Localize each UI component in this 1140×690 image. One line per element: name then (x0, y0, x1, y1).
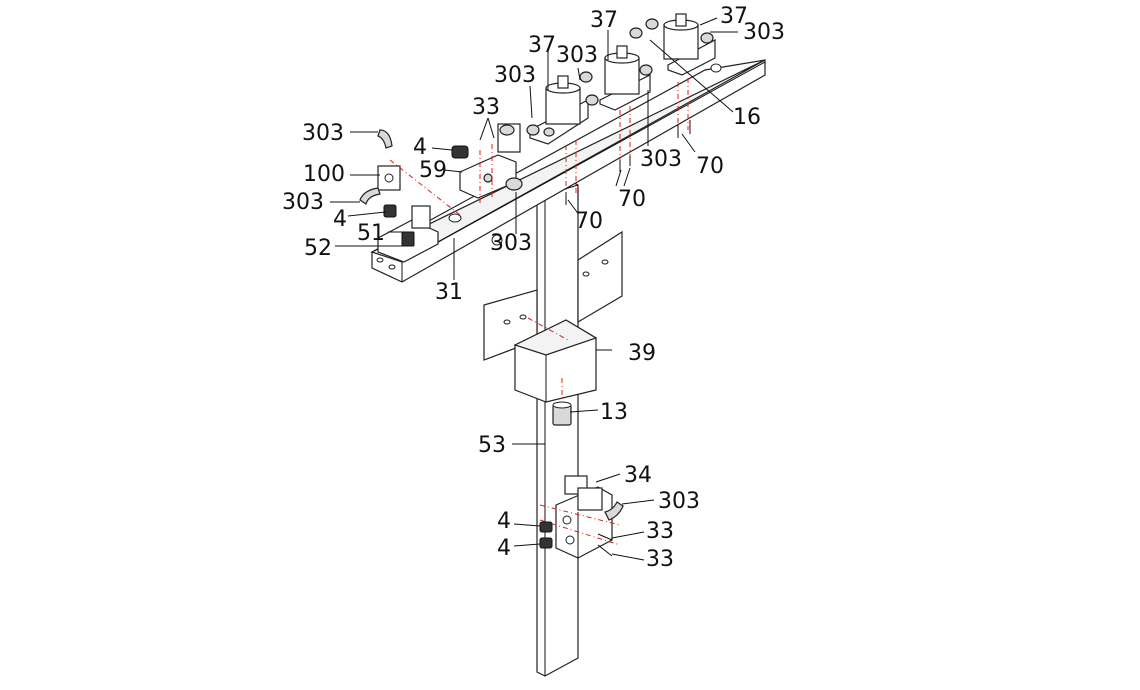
part-labels: 37 37 37 303 303 303 16 33 303 4 303 70 … (282, 4, 785, 572)
label-70-mid: 70 (618, 187, 646, 212)
label-34: 34 (624, 463, 652, 488)
label-51: 51 (357, 221, 385, 246)
label-4-left: 4 (333, 207, 347, 232)
label-4-top: 4 (413, 135, 427, 160)
leader-lines (330, 17, 738, 561)
component-block-39 (513, 317, 598, 410)
label-53: 53 (478, 433, 506, 458)
fitting-block-100 (359, 129, 461, 218)
cross-bar (370, 59, 766, 283)
label-4-lower-a: 4 (497, 509, 511, 534)
solenoid-valve-2 (599, 45, 651, 168)
solenoid-valve-1 (529, 75, 589, 200)
screws-70 (565, 120, 691, 205)
vertical-post (536, 177, 579, 677)
label-303-right-valve: 303 (640, 147, 682, 172)
label-39: 39 (628, 341, 656, 366)
label-31: 31 (435, 280, 463, 305)
label-33-lower-b: 33 (646, 547, 674, 572)
label-37-b: 37 (590, 8, 618, 33)
lower-solenoid-valve (539, 475, 624, 559)
label-59: 59 (419, 158, 447, 183)
mounting-plate-right (577, 230, 623, 324)
label-303-lower-left: 303 (282, 190, 324, 215)
label-70-right: 70 (696, 154, 724, 179)
label-13: 13 (600, 400, 628, 425)
fittings-303 (451, 18, 714, 191)
label-303-lower: 303 (658, 489, 700, 514)
label-303-under-bar: 303 (490, 231, 532, 256)
label-16: 16 (733, 105, 761, 130)
label-303-left-valve: 303 (494, 63, 536, 88)
label-37-a: 37 (528, 33, 556, 58)
label-37-c: 37 (720, 4, 748, 29)
bracket-51-52 (377, 205, 439, 263)
fitting-13 (552, 401, 572, 426)
label-100: 100 (303, 162, 345, 187)
label-70-left: 70 (575, 209, 603, 234)
label-303-mid: 303 (556, 43, 598, 68)
label-4-lower-b: 4 (497, 536, 511, 561)
label-52: 52 (304, 236, 332, 261)
label-303-top-right: 303 (743, 20, 785, 45)
label-33-top: 33 (472, 95, 500, 120)
label-33-lower-a: 33 (646, 519, 674, 544)
label-303-left: 303 (302, 121, 344, 146)
